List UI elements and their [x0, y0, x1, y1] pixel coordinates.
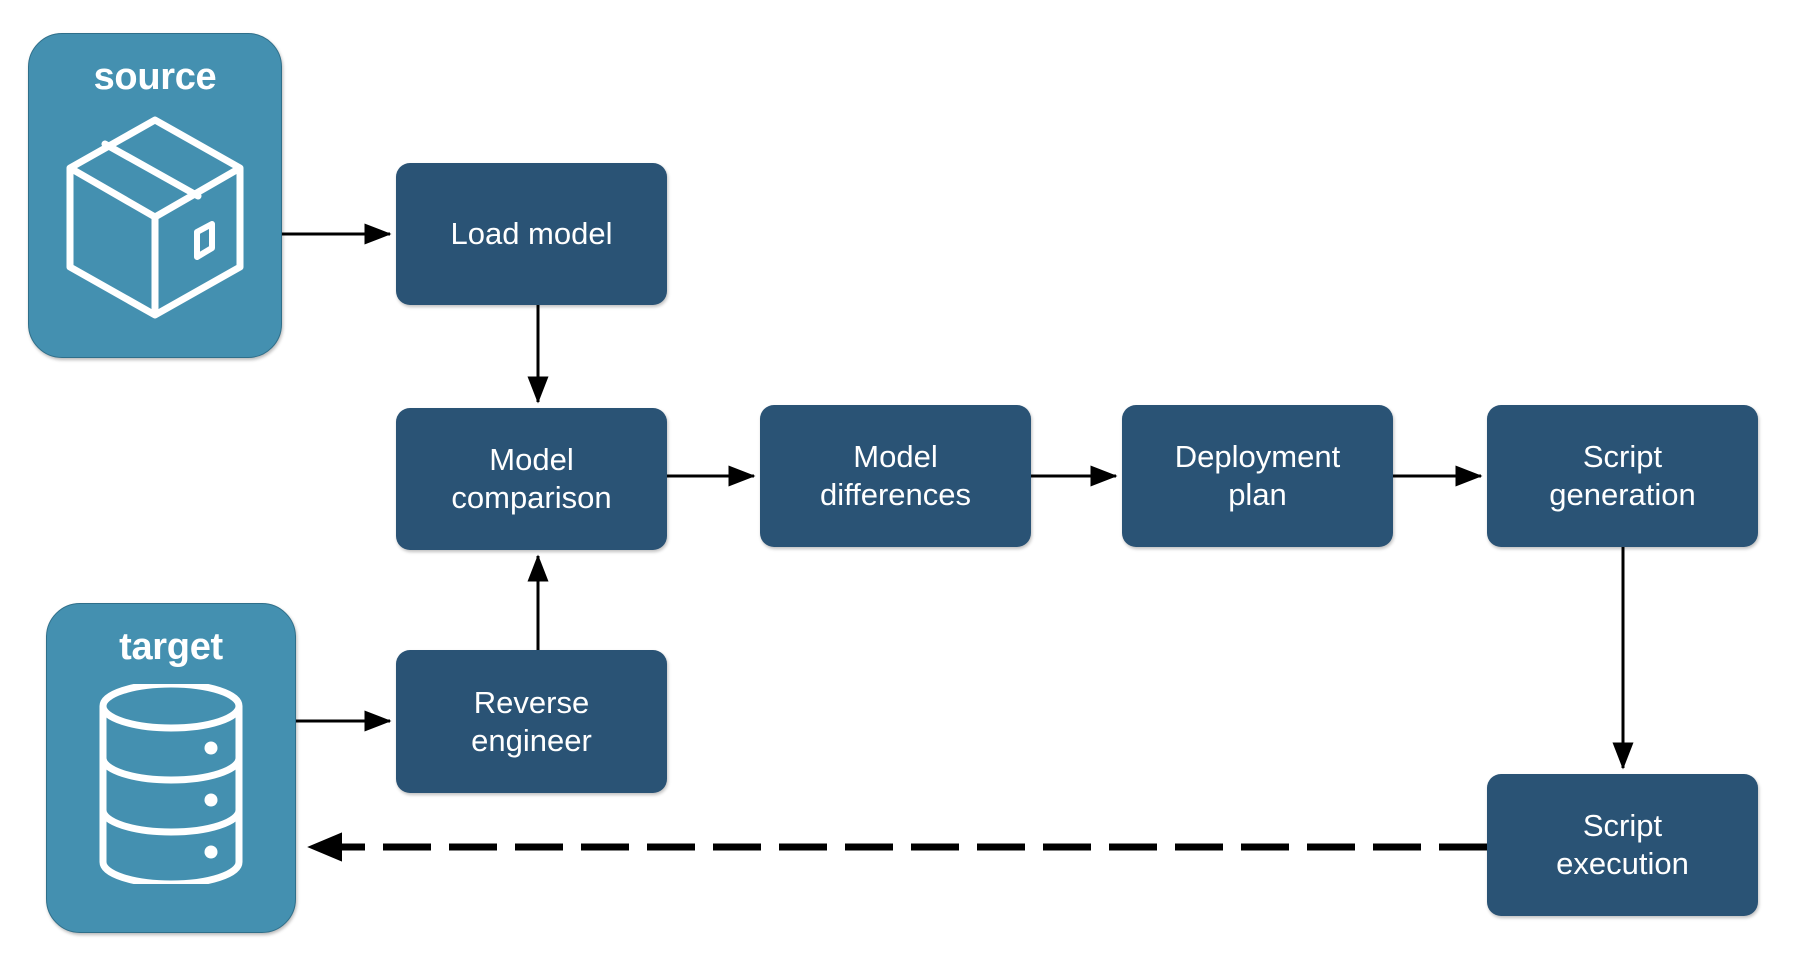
process-box-load-model[interactable]: Load model [396, 163, 667, 305]
process-box-model-comparison[interactable]: Model comparison [396, 408, 667, 550]
endpoint-label-source: source [93, 56, 217, 98]
process-box-reverse-engineer[interactable]: Reverse engineer [396, 650, 667, 793]
database-cylinder-icon [91, 680, 251, 889]
process-label-model-comparison: Model comparison [451, 442, 612, 515]
process-label-deployment-plan: Deployment plan [1174, 439, 1341, 512]
endpoint-label-target: target [119, 626, 223, 668]
endpoint-card-source[interactable]: source [28, 33, 282, 358]
process-box-script-generation[interactable]: Script generation [1487, 405, 1758, 547]
endpoint-card-target[interactable]: target [46, 603, 296, 933]
process-box-model-differences[interactable]: Model differences [760, 405, 1031, 547]
process-box-script-execution[interactable]: Script execution [1487, 774, 1758, 916]
package-box-icon [60, 110, 250, 330]
process-label-reverse-engineer: Reverse engineer [471, 684, 592, 758]
process-label-model-differences: Model differences [819, 439, 972, 512]
process-label-load-model: Load model [450, 216, 613, 252]
process-label-script-execution: Script execution [1556, 808, 1689, 881]
process-box-deployment-plan[interactable]: Deployment plan [1122, 405, 1393, 547]
process-label-script-generation: Script generation [1549, 439, 1696, 512]
